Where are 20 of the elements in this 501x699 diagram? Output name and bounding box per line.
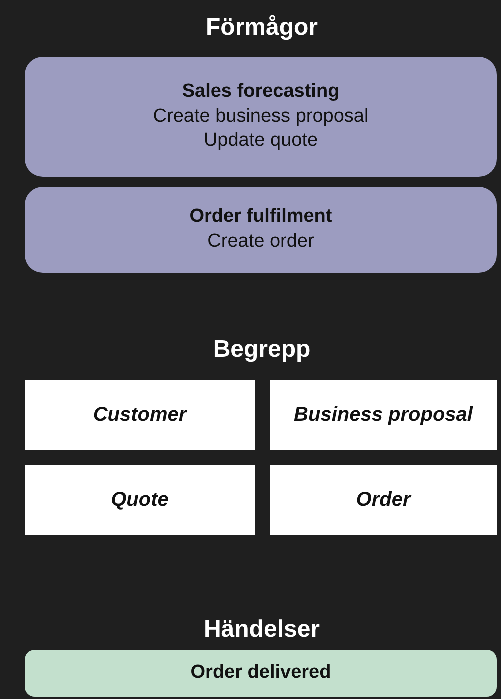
capability-item: Create business proposal	[153, 104, 369, 129]
capability-item: Create order	[208, 230, 314, 254]
concept-box	[270, 465, 497, 535]
section-heading: Händelser	[204, 616, 320, 644]
node-text: Order	[356, 488, 411, 512]
node-text: Order delivered	[190, 661, 332, 686]
capability-card	[25, 57, 497, 177]
event-card	[25, 650, 497, 697]
section-heading: Förmågor	[206, 14, 318, 42]
node-text: Customer	[93, 403, 187, 427]
node-text: Quote	[111, 488, 169, 512]
section-heading: Begrepp	[213, 336, 311, 364]
concept-box	[25, 465, 255, 535]
capability-item: Update quote	[204, 129, 318, 154]
concept-box	[25, 380, 255, 450]
capability-card	[25, 187, 497, 273]
node-text: Business proposal	[294, 403, 473, 427]
capability-title: Order fulfilment	[190, 205, 332, 230]
concept-box	[270, 380, 497, 450]
capability-title: Sales forecasting	[182, 80, 340, 104]
